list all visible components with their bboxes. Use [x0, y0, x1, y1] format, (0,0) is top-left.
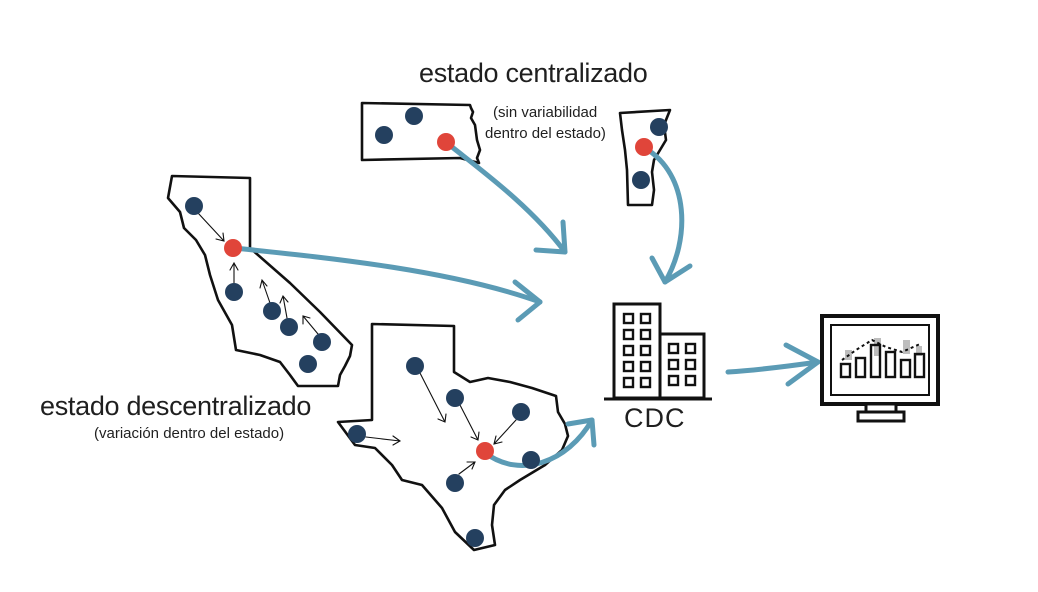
decentralized-note: (variación dentro del estado) [94, 425, 285, 442]
ca-site-dot [299, 355, 317, 373]
ca-local-arrow-4 [279, 294, 289, 319]
ca-local-arrow-3 [259, 278, 271, 304]
flow-arrow-california-head [512, 279, 543, 323]
ca-local-arrow-5 [302, 315, 319, 335]
flow-arrow-cdc-head [783, 342, 821, 387]
tx-site-dot [512, 403, 530, 421]
tx-local-arrow-1 [419, 372, 447, 423]
ca-local-arrow-2 [229, 261, 239, 284]
flow-arrow-south-dakota-to-cdc [444, 140, 568, 255]
flow-arrow-south-dakota-head [533, 219, 568, 255]
ca-site-dot [313, 333, 331, 351]
ca-hub-dot [224, 239, 242, 257]
cdc-label: CDC [624, 403, 686, 433]
flow-arrow-vermont-to-cdc [642, 145, 685, 285]
tx-site-dot [522, 451, 540, 469]
tx-local-arrow-3 [493, 419, 517, 445]
tx-local-arrow-4 [365, 435, 402, 446]
tx-local-arrow-2 [459, 404, 480, 441]
sd-hub-dot [437, 133, 455, 151]
tx-site-dot [446, 389, 464, 407]
vt-site-dot [632, 171, 650, 189]
centralized-title: estado centralizado [419, 58, 648, 88]
flow-arrow-california-to-cdc [231, 245, 543, 305]
centralized-note-line2: dentro del estado) [485, 125, 606, 142]
vt-hub-dot [635, 138, 653, 156]
flow-arrow-vermont-head [649, 255, 693, 285]
ca-site-dot [280, 318, 298, 336]
flow-arrow-texas-head [565, 417, 597, 448]
ca-site-dot [263, 302, 281, 320]
vt-site-dot [650, 118, 668, 136]
tx-site-dot [348, 425, 366, 443]
ca-local-arrow-1 [197, 212, 225, 242]
ca-site-dot [225, 283, 243, 301]
decentralized-title: estado descentralizado [40, 391, 312, 421]
ca-site-dot [185, 197, 203, 215]
sd-site-dot [405, 107, 423, 125]
flow-arrow-texas-to-cdc [481, 417, 595, 468]
tx-site-dot [446, 474, 464, 492]
cdc-building-icon [604, 302, 712, 401]
dashboard-monitor-icon [820, 314, 940, 423]
centralized-note-line1: (sin variabilidad [493, 104, 598, 121]
sd-site-dot [375, 126, 393, 144]
tx-site-dot [406, 357, 424, 375]
south-dakota-outline [360, 101, 482, 165]
tx-hub-dot [476, 442, 494, 460]
tx-site-dot [466, 529, 484, 547]
california-outline [166, 174, 354, 388]
texas-outline [336, 322, 570, 552]
flow-arrow-cdc-to-dashboard [725, 359, 821, 375]
tx-local-arrow-5 [458, 461, 476, 475]
